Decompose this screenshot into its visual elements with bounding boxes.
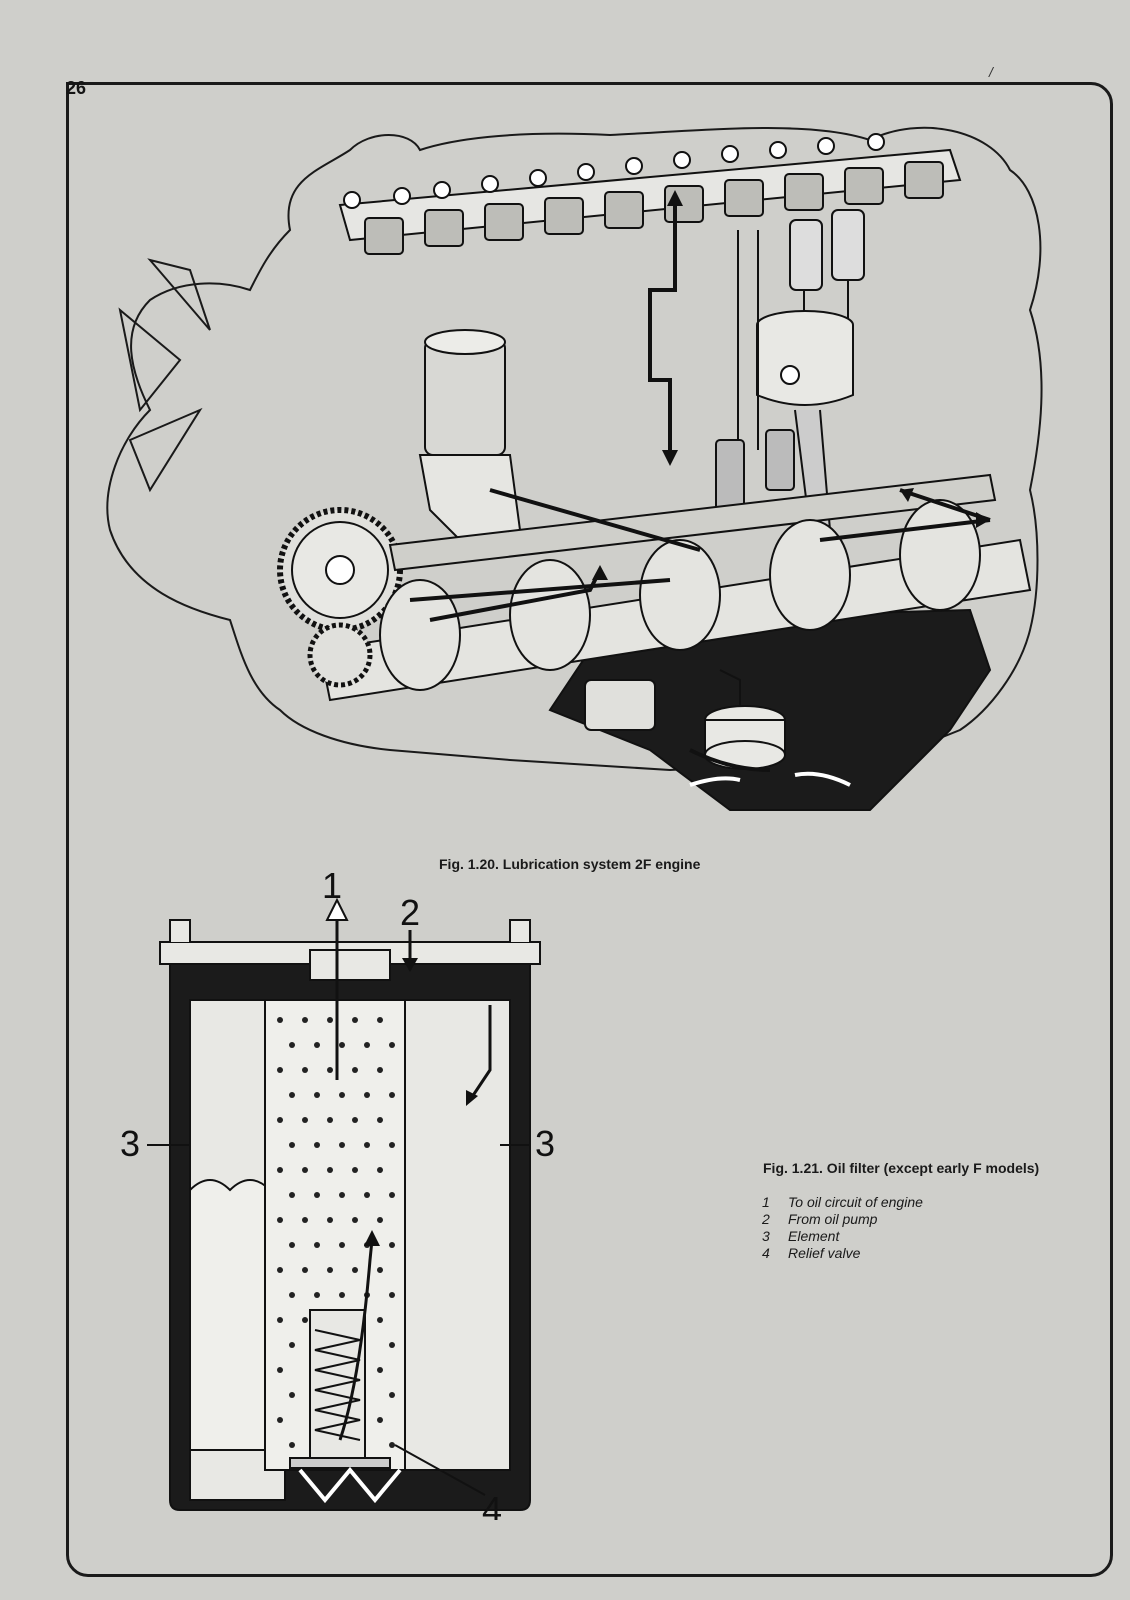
bottom-spring [298,1466,402,1504]
oil-filter-illustration: 1 2 3 3 4 [120,865,555,1520]
rocker-shaft-assembly [338,133,962,255]
callout-3-right: 3 [535,1123,555,1164]
filter-element-right [404,999,511,1471]
filter-top-plate [159,919,541,981]
oil-flow-arrowheads [592,190,990,580]
legend-item: 3 Element [762,1228,923,1245]
oil-pump-strainer [584,669,786,770]
page-frame [66,82,1113,1577]
legend-item: 4 Relief valve [762,1245,923,1262]
legend-text: Element [788,1228,840,1244]
figure-1-21-caption: Fig. 1.21. Oil filter (except early F mo… [763,1160,1040,1176]
pushrods [715,230,795,511]
callout-2: 2 [400,892,420,933]
callout-3-left: 3 [120,1123,140,1164]
legend-number: 3 [762,1228,770,1244]
legend-number: 1 [762,1194,770,1210]
figure-1-21-legend: 1 To oil circuit of engine 2 From oil pu… [762,1194,923,1262]
camshaft [388,473,997,572]
legend-item: 2 From oil pump [762,1211,923,1228]
legend-number: 2 [762,1211,770,1227]
legend-item: 1 To oil circuit of engine [762,1194,923,1211]
engine-block-outline [106,126,1043,772]
pan-suction-arrows [689,771,851,787]
page-number: 26 [66,78,87,98]
oil-filter-canister [418,329,522,552]
callout-1: 1 [322,865,342,906]
callout-leaders [147,1144,530,1496]
crankshaft [307,499,1032,702]
perforations [277,1017,395,1448]
engine-lubrication-illustration [106,126,1043,811]
timing-gear [277,507,403,633]
relief-valve [289,1309,391,1469]
legend-number: 4 [762,1245,770,1261]
legend-text: From oil pump [788,1211,878,1227]
fan-outline [118,258,211,493]
figure-1-20-caption: Fig. 1.20. Lubrication system 2F engine [439,856,701,872]
valve-springs [789,209,865,320]
legend-text: To oil circuit of engine [788,1194,923,1210]
callout-4: 4 [482,1489,502,1520]
filter-flow-arrowheads [325,897,478,1246]
stray-mark: / [989,64,993,80]
legend-text: Relief valve [788,1245,861,1261]
oil-flow-arrows [409,200,991,772]
